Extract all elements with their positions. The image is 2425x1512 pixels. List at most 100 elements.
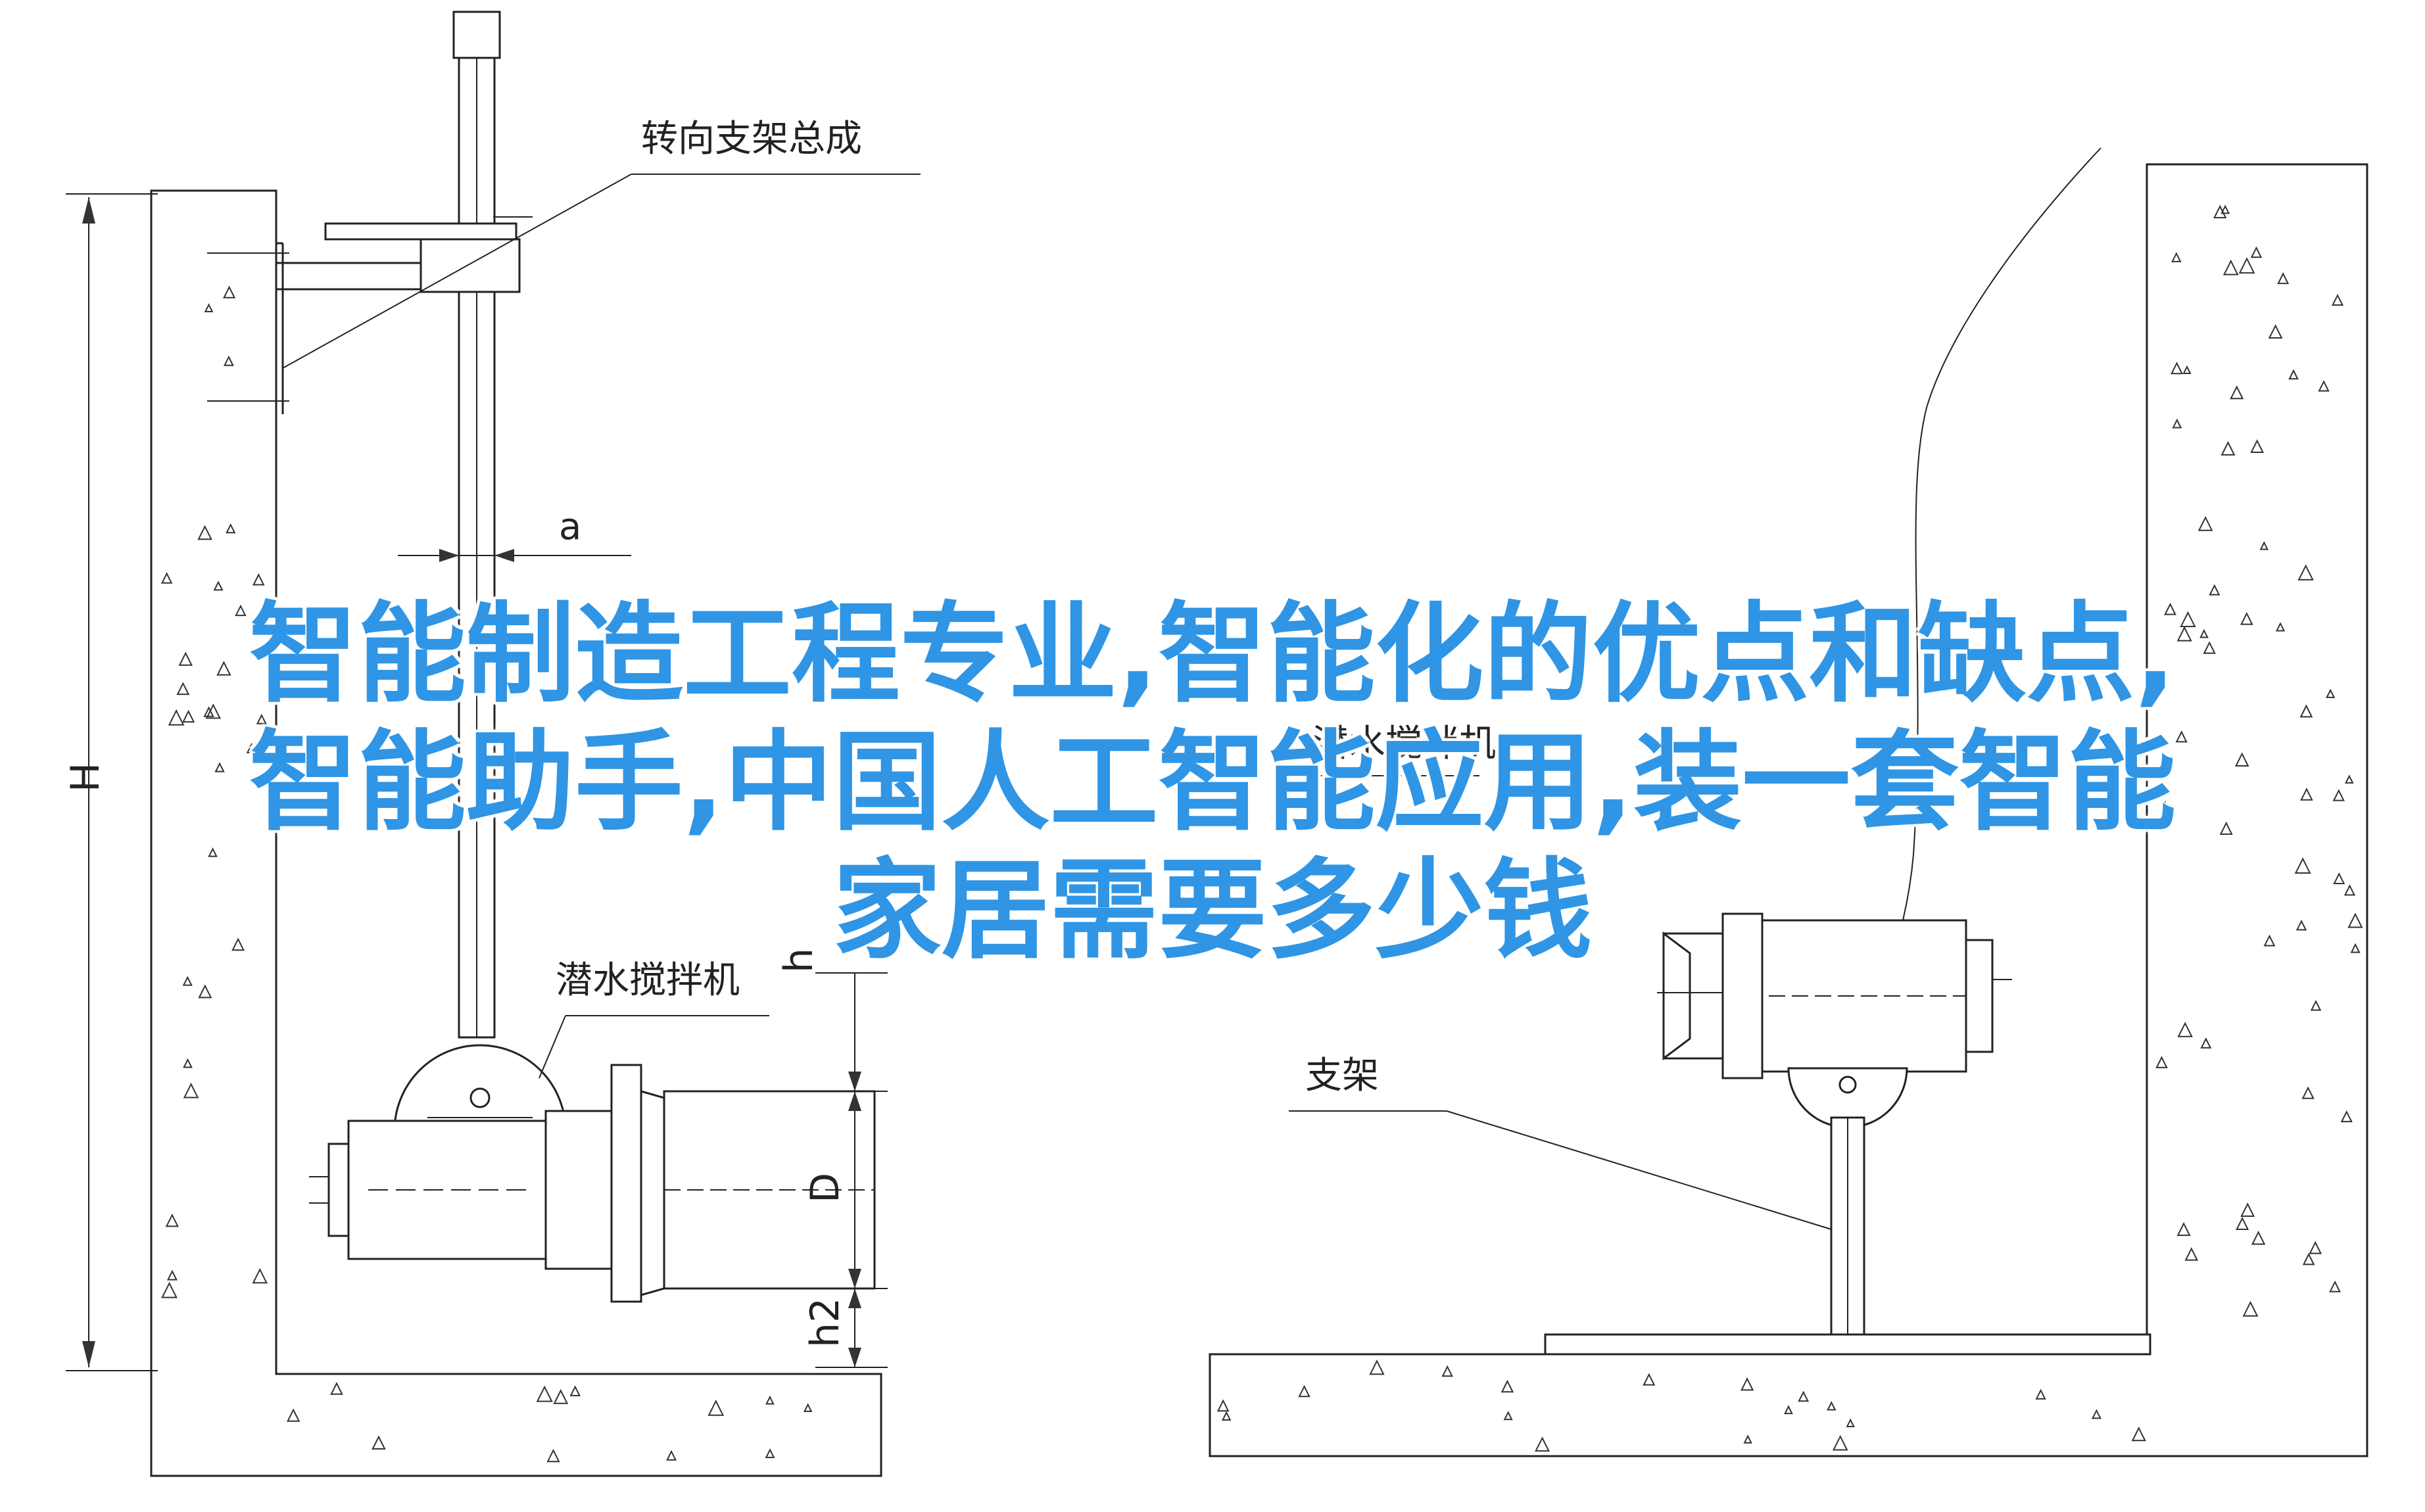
concrete-speck xyxy=(2240,1202,2255,1217)
concrete-speck xyxy=(765,1448,775,1459)
concrete-speck xyxy=(208,847,218,857)
label-mixer-left: 潜水搅拌机 xyxy=(556,959,740,1002)
concrete-speck xyxy=(183,1082,199,1099)
concrete-speck xyxy=(666,1450,677,1461)
lifting-plate xyxy=(324,222,517,241)
concrete-speck xyxy=(176,682,190,696)
concrete-speck xyxy=(166,1269,178,1281)
concrete-speck xyxy=(2275,622,2286,632)
concrete-speck xyxy=(2310,999,2322,1011)
concrete-speck xyxy=(213,580,224,591)
concrete-speck xyxy=(1441,1365,1453,1377)
concrete-speck xyxy=(2300,788,2313,801)
concrete-speck xyxy=(2091,1409,2101,1419)
concrete-speck xyxy=(2297,564,2314,580)
concrete-speck xyxy=(2301,1086,2315,1099)
concrete-speck xyxy=(2180,611,2196,627)
mixer-motor-left xyxy=(309,1064,876,1303)
concrete-speck xyxy=(2155,1056,2168,1068)
concrete-speck xyxy=(2294,857,2311,874)
concrete-speck xyxy=(204,303,214,313)
headline-line-3: 家居需要多少钱 xyxy=(832,847,1593,974)
concrete-speck xyxy=(2197,515,2213,531)
concrete-speck xyxy=(252,573,265,586)
concrete-speck xyxy=(181,709,195,723)
concrete-speck xyxy=(1743,1434,1752,1444)
concrete-speck xyxy=(2347,912,2363,928)
concrete-speck xyxy=(1216,1399,1230,1412)
concrete-speck xyxy=(182,976,193,986)
concrete-speck xyxy=(168,709,185,726)
concrete-speck xyxy=(1503,1411,1513,1421)
concrete-speck xyxy=(231,937,245,951)
concrete-speck xyxy=(2222,259,2239,275)
concrete-speck xyxy=(178,651,193,666)
dimension-H-label: H xyxy=(62,763,108,792)
concrete-speck xyxy=(1798,1390,1810,1402)
concrete-speck xyxy=(1298,1384,1310,1398)
concrete-speck xyxy=(1784,1405,1793,1415)
concrete-speck xyxy=(2329,1280,2341,1292)
concrete-speck xyxy=(569,1385,581,1396)
label-mixer-right: 潜水搅拌机 xyxy=(1312,722,1496,765)
concrete-speck xyxy=(2242,1300,2259,1317)
concrete-speck xyxy=(2177,1022,2193,1037)
concrete-speck xyxy=(1369,1359,1385,1375)
dimension-a: a xyxy=(398,506,631,562)
concrete-speck xyxy=(2295,919,2307,931)
concrete-speck xyxy=(1501,1379,1514,1393)
concrete-speck xyxy=(553,1389,569,1404)
concrete-speck xyxy=(1535,1436,1550,1452)
concrete-speck xyxy=(2230,385,2244,400)
concrete-speck xyxy=(2203,641,2216,654)
concrete-speck xyxy=(183,1058,193,1068)
concrete-speck xyxy=(330,1382,343,1395)
concrete-speck xyxy=(2238,257,2255,274)
concrete-speck xyxy=(2209,584,2221,596)
leader-steering-bracket xyxy=(282,174,632,369)
concrete-speck xyxy=(1643,1373,1656,1386)
guide-rod-cap xyxy=(452,11,501,59)
concrete-speck xyxy=(2176,1221,2191,1237)
concrete-texture xyxy=(160,204,2363,1463)
concrete-speck xyxy=(2164,602,2176,615)
concrete-speck xyxy=(252,1267,268,1284)
concrete-speck xyxy=(287,1408,300,1422)
concrete-speck xyxy=(2250,439,2265,454)
concrete-speck xyxy=(2175,730,2188,743)
concrete-speck xyxy=(203,706,214,717)
concrete-speck xyxy=(256,713,267,724)
concrete-speck xyxy=(1221,1411,1232,1421)
concrete-speck xyxy=(2251,1231,2266,1245)
concrete-speck xyxy=(536,1385,553,1402)
concrete-speck xyxy=(1827,1401,1837,1411)
concrete-speck xyxy=(1846,1418,1855,1427)
concrete-speck xyxy=(2170,362,2184,375)
concrete-speck xyxy=(2236,1216,2249,1230)
concrete-speck xyxy=(1741,1377,1754,1391)
label-steering-bracket: 转向支架总成 xyxy=(641,118,862,160)
concrete-speck xyxy=(546,1448,560,1463)
concrete-speck xyxy=(2182,365,2192,374)
concrete-speck xyxy=(216,661,231,676)
concrete-speck xyxy=(372,1435,386,1450)
concrete-speck xyxy=(1832,1434,1848,1451)
concrete-speck xyxy=(223,355,234,366)
concrete-speck xyxy=(2332,789,2345,801)
dimension-D-label: D xyxy=(802,1173,848,1203)
right-installation: 支架 潜水搅拌机 xyxy=(1209,147,2368,1457)
concrete-speck xyxy=(223,285,236,298)
concrete-speck xyxy=(2184,1247,2199,1261)
concrete-speck xyxy=(2171,252,2182,262)
concrete-speck xyxy=(2221,204,2230,214)
concrete-speck xyxy=(2234,752,2249,767)
concrete-speck xyxy=(235,604,247,617)
concrete-speck xyxy=(198,984,212,999)
label-support: 支架 xyxy=(1305,1054,1379,1097)
concrete-speck xyxy=(2350,943,2361,953)
concrete-speck xyxy=(2288,369,2299,380)
concrete-speck xyxy=(161,1281,178,1298)
support-base xyxy=(1544,1333,2151,1356)
concrete-speck xyxy=(2309,1240,2322,1254)
